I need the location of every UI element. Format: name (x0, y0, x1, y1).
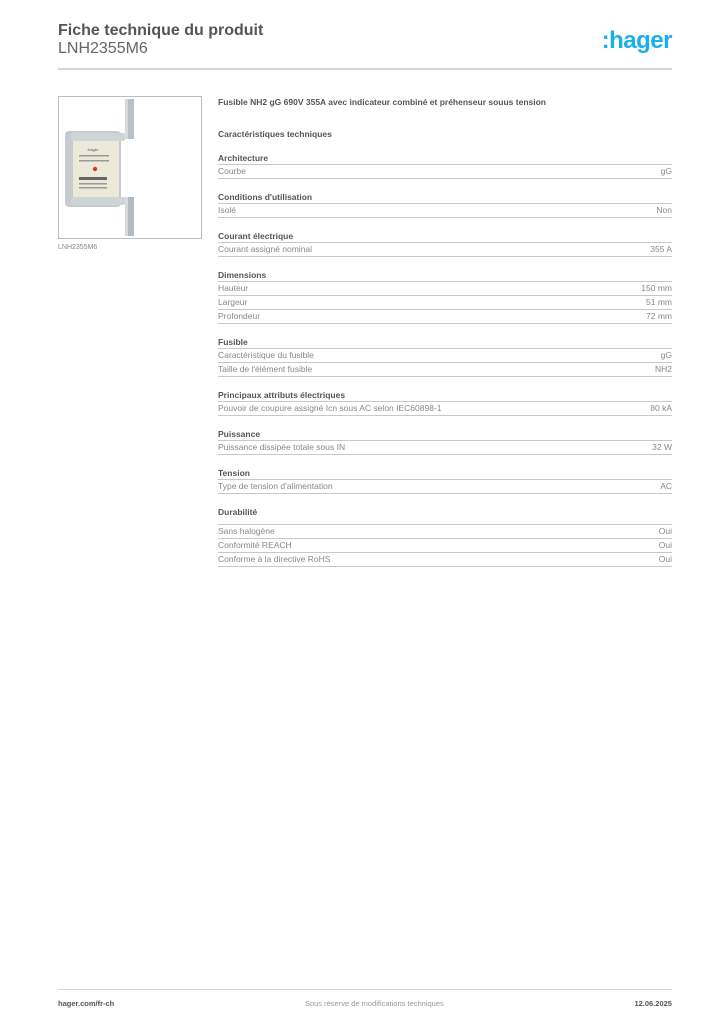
spec-row: Pouvoir de coupure assigné Icn sous AC s… (218, 402, 672, 416)
group-title: Tension (218, 468, 672, 480)
document-header: Fiche technique du produit LNH2355M6 (58, 21, 263, 58)
spec-value: gG (660, 350, 672, 360)
website-link[interactable]: hager.com/fr-ch (58, 999, 115, 1008)
group-title: Puissance (218, 429, 672, 441)
spec-label: Hauteur (218, 283, 249, 293)
group-title: Durabilité (218, 507, 672, 525)
spec-label: Largeur (218, 297, 248, 307)
spec-label: Caractéristique du fusible (218, 350, 314, 360)
spec-label: Conforme à la directive RoHS (218, 554, 331, 564)
spec-value: Oui (658, 554, 672, 564)
svg-text::hager: :hager (87, 147, 99, 152)
spec-group-architecture: Architecture Courbe gG (218, 153, 672, 179)
spec-value: 32 W (652, 442, 672, 452)
spec-label: Isolé (218, 205, 236, 215)
group-title: Conditions d'utilisation (218, 192, 672, 204)
spec-label: Type de tension d'alimentation (218, 481, 333, 491)
section-title: Caractéristiques techniques (218, 129, 332, 139)
spec-value: Oui (658, 526, 672, 536)
spec-row: Type de tension d'alimentation AC (218, 480, 672, 494)
spec-value: AC (660, 481, 672, 491)
spec-row: Profondeur 72 mm (218, 310, 672, 324)
spec-row: Sans halogène Oui (218, 525, 672, 539)
footer-divider (58, 989, 672, 990)
spec-label: Courbe (218, 166, 246, 176)
spec-row: Conforme à la directive RoHS Oui (218, 553, 672, 567)
spec-row: Conformité REACH Oui (218, 539, 672, 553)
spec-label: Profondeur (218, 311, 261, 321)
spec-group-attributs: Principaux attributs électriques Pouvoir… (218, 390, 672, 416)
spec-value: 355 A (650, 244, 672, 254)
spec-row: Courant assigné nominal 355 A (218, 243, 672, 257)
disclaimer: Sous réserve de modifications techniques (304, 999, 444, 1008)
spec-value: 150 mm (641, 283, 672, 293)
spec-label: Taille de l'élément fusible (218, 364, 313, 374)
page-footer: hager.com/fr-ch Sous réserve de modifica… (58, 999, 672, 1008)
spec-value: 80 kA (650, 403, 672, 413)
spec-group-conditions: Conditions d'utilisation Isolé Non (218, 192, 672, 218)
spec-row: Taille de l'élément fusible NH2 (218, 363, 672, 377)
spec-value: gG (660, 166, 672, 176)
spec-label: Pouvoir de coupure assigné Icn sous AC s… (218, 403, 442, 413)
spec-row: Caractéristique du fusible gG (218, 349, 672, 363)
image-caption: LNH2355M6 (58, 244, 98, 251)
spec-row: Hauteur 150 mm (218, 282, 672, 296)
spec-group-puissance: Puissance Puissance dissipée totale sous… (218, 429, 672, 455)
document-date: 12.06.2025 (634, 999, 672, 1008)
spec-row: Puissance dissipée totale sous IN 32 W (218, 441, 672, 455)
group-title: Fusible (218, 337, 672, 349)
spec-group-tension: Tension Type de tension d'alimentation AC (218, 468, 672, 494)
spec-value: 51 mm (646, 297, 672, 307)
spec-label: Sans halogène (218, 526, 275, 536)
spec-label: Courant assigné nominal (218, 244, 313, 254)
spec-label: Conformité REACH (218, 540, 292, 550)
spec-content: Fusible NH2 gG 690V 355A avec indicateur… (218, 96, 672, 567)
spec-group-courant: Courant électrique Courant assigné nomin… (218, 231, 672, 257)
product-description: Fusible NH2 gG 690V 355A avec indicateur… (218, 97, 546, 107)
product-reference: LNH2355M6 (58, 40, 148, 57)
group-title: Principaux attributs électriques (218, 390, 672, 402)
group-title: Architecture (218, 153, 672, 165)
spec-value: NH2 (654, 364, 672, 374)
spec-value: Oui (658, 540, 672, 550)
header-divider (58, 68, 672, 70)
spec-label: Puissance dissipée totale sous IN (218, 442, 346, 452)
hager-logo: :hager (601, 27, 673, 54)
product-image: :hager (58, 96, 202, 239)
fuse-product-image: :hager (65, 99, 134, 236)
group-title: Dimensions (218, 270, 672, 282)
spec-value: Non (656, 205, 672, 215)
spec-row: Courbe gG (218, 165, 672, 179)
page-title: Fiche technique du produit (58, 22, 264, 39)
spec-row: Largeur 51 mm (218, 296, 672, 310)
group-title: Courant électrique (218, 231, 672, 243)
spec-value: 72 mm (646, 311, 672, 321)
spec-group-dimensions: Dimensions Hauteur 150 mm Largeur 51 mm Pr… (218, 270, 672, 324)
spec-group-fusible: Fusible Caractéristique du fusible gG Tai… (218, 337, 672, 377)
spec-row: Isolé Non (218, 204, 672, 218)
